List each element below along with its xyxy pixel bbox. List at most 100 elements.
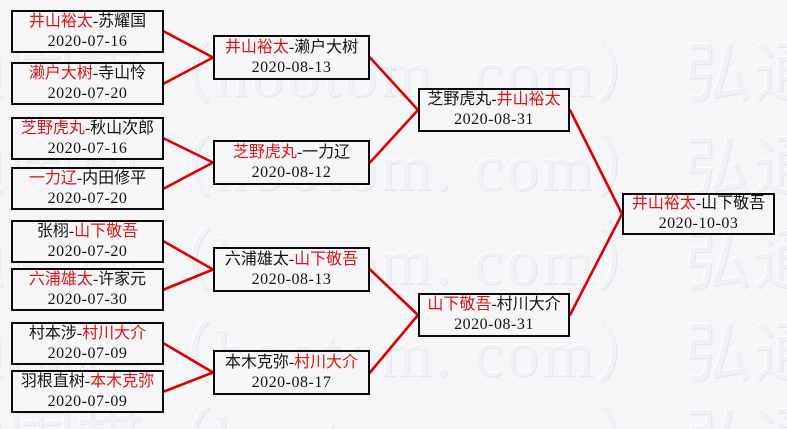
player2-name: 许家元 (98, 270, 147, 288)
match-date: 2020-07-30 (47, 290, 128, 308)
match-box-sf-1: 芝野虎丸-井山裕太 2020-08-31 (418, 88, 570, 132)
match-box-r1-4: 一力辽-内田修平 2020-07-20 (11, 167, 164, 210)
match-box-r2-3: 六浦雄太-山下敬吾 2020-08-13 (213, 247, 370, 292)
match-box-r1-8: 羽根直树-本木克弥 2020-07-09 (11, 370, 164, 413)
match-box-r1-3: 芝野虎丸-秋山次郎 2020-07-16 (11, 117, 164, 160)
player1-name: 井山裕太 (631, 195, 696, 213)
player1-name: 羽根直树 (20, 372, 85, 390)
player1-name: 芝野虎丸 (427, 91, 492, 109)
connector-line (368, 313, 420, 374)
player2-name: 村川大介 (294, 353, 359, 371)
match-date: 2020-07-20 (47, 189, 128, 207)
vs-separator: - (76, 169, 83, 187)
connector-line (162, 342, 215, 374)
match-players: 井山裕太-濑户大树 (215, 38, 368, 58)
player2-name: 内田修平 (82, 169, 147, 187)
match-box-r1-5: 张栩-山下敬吾 2020-07-20 (11, 220, 164, 263)
player2-name: 山下敬吾 (74, 222, 139, 240)
vs-separator: - (92, 12, 99, 30)
player1-name: 芝野虎丸 (20, 119, 85, 137)
match-date: 2020-07-09 (47, 344, 128, 362)
player1-name: 山下敬吾 (427, 296, 492, 314)
vs-separator: - (84, 372, 91, 390)
player1-name: 芝野虎丸 (232, 143, 297, 161)
match-players: 井山裕太-苏耀国 (13, 12, 162, 32)
player1-name: 一力辽 (28, 169, 77, 187)
connector-line (162, 56, 215, 85)
match-players: 井山裕太-山下敬吾 (624, 194, 773, 214)
match-players: 濑户大树-寺山怜 (13, 64, 162, 84)
connector-line (568, 108, 624, 216)
player1-name: 濑户大树 (28, 64, 93, 82)
match-players: 六浦雄太-山下敬吾 (215, 250, 368, 270)
match-box-r1-2: 濑户大树-寺山怜 2020-07-20 (11, 62, 164, 105)
vs-separator: - (92, 270, 99, 288)
match-date: 2020-07-20 (47, 84, 128, 102)
match-players: 山下敬吾-村川大介 (420, 295, 568, 315)
player1-name: 村本涉 (28, 324, 77, 342)
match-players: 张栩-山下敬吾 (13, 222, 162, 242)
match-players: 芝野虎丸-秋山次郎 (13, 119, 162, 139)
player1-name: 井山裕太 (28, 12, 93, 30)
connector-line (368, 56, 420, 112)
vs-separator: - (288, 250, 295, 268)
vs-separator: - (288, 353, 295, 371)
match-date: 2020-07-09 (47, 392, 128, 410)
match-date: 2020-10-03 (658, 215, 739, 232)
vs-separator: - (76, 324, 83, 342)
match-date: 2020-07-16 (47, 32, 128, 50)
match-date: 2020-08-12 (251, 163, 332, 181)
player2-name: 本木克弥 (90, 372, 155, 390)
match-box-r1-6: 六浦雄太-许家元 2020-07-30 (11, 268, 164, 311)
connector-line (162, 30, 215, 59)
vs-separator: - (92, 64, 99, 82)
match-box-r2-2: 芝野虎丸-一力辽 2020-08-12 (213, 140, 370, 185)
match-players: 六浦雄太-许家元 (13, 270, 162, 290)
match-box-final: 井山裕太-山下敬吾 2020-10-03 (622, 193, 775, 235)
connector-line (368, 108, 420, 164)
player2-name: 苏耀国 (98, 12, 147, 30)
vs-separator: - (296, 143, 303, 161)
match-players: 芝野虎丸-一力辽 (215, 143, 368, 163)
player2-name: 秋山次郎 (90, 119, 155, 137)
match-box-sf-2: 山下敬吾-村川大介 2020-08-31 (418, 293, 570, 337)
player2-name: 寺山怜 (98, 64, 147, 82)
match-date: 2020-07-20 (47, 242, 128, 260)
player1-name: 六浦雄太 (224, 250, 289, 268)
connector-line (162, 240, 215, 271)
vs-separator: - (84, 119, 91, 137)
match-date: 2020-08-13 (251, 270, 332, 288)
match-date: 2020-07-16 (47, 139, 128, 157)
connector-line (162, 161, 215, 190)
match-players: 羽根直树-本木克弥 (13, 372, 162, 392)
player2-name: 一力辽 (302, 143, 351, 161)
vs-separator: - (695, 195, 702, 213)
match-box-r1-1: 井山裕太-苏耀国 2020-07-16 (11, 10, 164, 53)
player1-name: 六浦雄太 (28, 270, 93, 288)
match-players: 芝野虎丸-井山裕太 (420, 90, 568, 110)
player1-name: 本木克弥 (224, 353, 289, 371)
match-date: 2020-08-13 (251, 58, 332, 76)
vs-separator: - (491, 91, 497, 109)
player2-name: 山下敬吾 (701, 195, 766, 213)
vs-separator: - (491, 296, 497, 314)
connector-line (568, 212, 624, 317)
connector-line (162, 137, 215, 164)
vs-separator: - (288, 38, 295, 56)
player2-name: 山下敬吾 (294, 250, 359, 268)
vs-separator: - (68, 222, 75, 240)
match-players: 本木克弥-村川大介 (215, 353, 368, 373)
player1-name: 张栩 (36, 222, 69, 240)
connector-line (162, 268, 215, 291)
player2-name: 村川大介 (82, 324, 147, 342)
match-players: 一力辽-内田修平 (13, 169, 162, 189)
match-box-r1-7: 村本涉-村川大介 2020-07-09 (11, 322, 164, 365)
player2-name: 村川大介 (496, 296, 561, 314)
match-date: 2020-08-31 (454, 316, 534, 333)
match-date: 2020-08-31 (454, 111, 534, 128)
match-box-r2-4: 本木克弥-村川大介 2020-08-17 (213, 350, 370, 395)
player2-name: 井山裕太 (496, 91, 561, 109)
connector-line (368, 268, 420, 317)
